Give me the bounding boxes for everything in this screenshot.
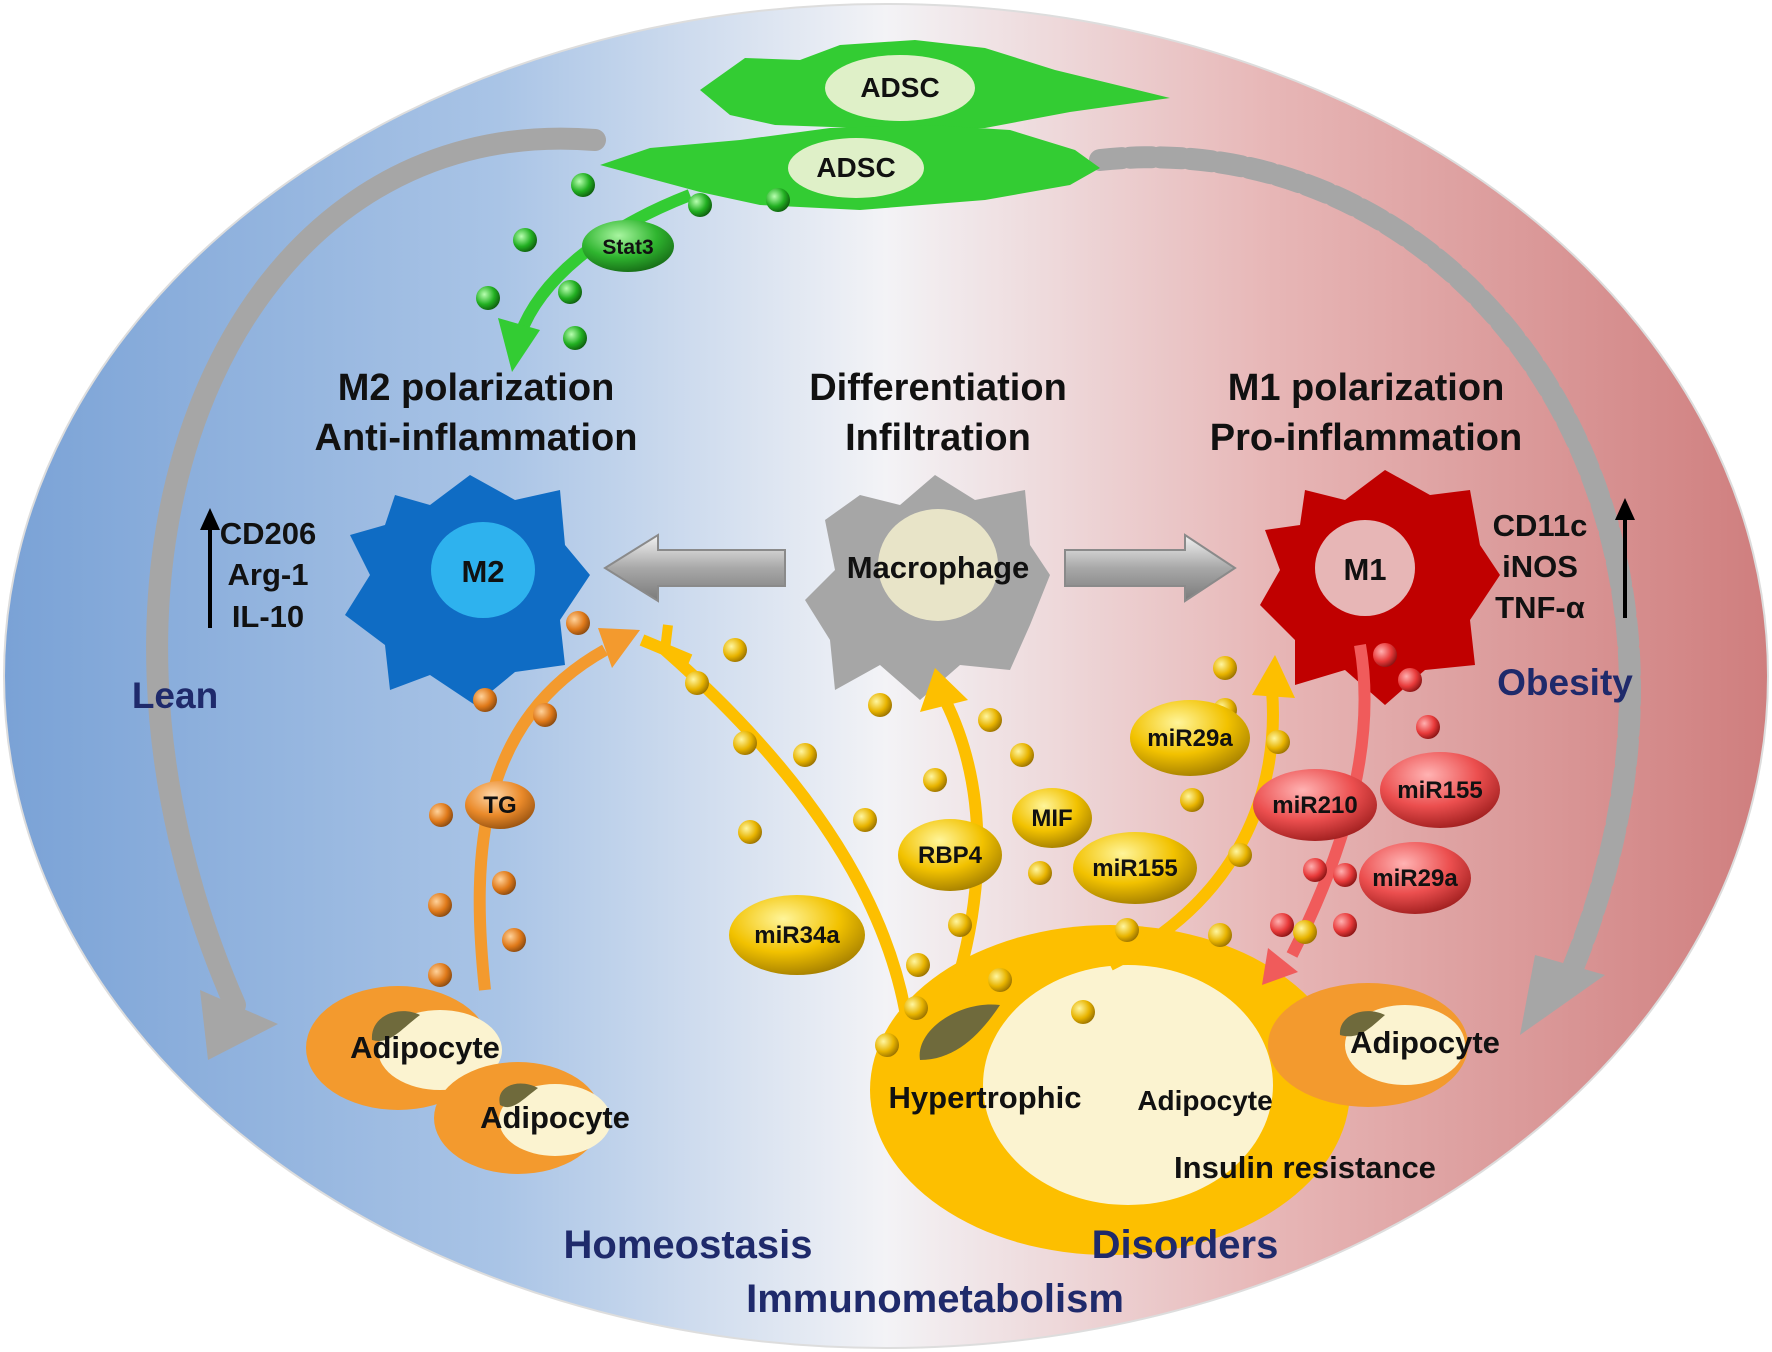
mir29a-yellow-oval <box>1130 700 1250 776</box>
macrophage-cell: Macrophage <box>805 475 1050 700</box>
adsc-cell-bottom: ADSC <box>600 125 1100 210</box>
m2-marker-arg1: Arg-1 <box>228 557 309 592</box>
lean-label: Lean <box>132 675 218 716</box>
lean-cycle-arrowhead <box>200 990 278 1060</box>
hypertrophic-label: Hypertrophic <box>889 1080 1082 1115</box>
obesity-cycle-arrow <box>1089 146 1641 986</box>
adsc-top-label: ADSC <box>860 72 939 103</box>
mir155-yellow-oval <box>1073 832 1197 904</box>
m1-heading-line1: M1 polarization <box>1228 367 1505 409</box>
homeostasis-label: Homeostasis <box>564 1223 813 1267</box>
mir210-label: miR210 <box>1272 792 1357 819</box>
m2-macrophage-cell: M2 <box>345 475 590 705</box>
mir210-oval <box>1253 769 1377 841</box>
m1-upregulation-arrowhead <box>1615 498 1635 520</box>
m1-cell-label: M1 <box>1343 552 1386 587</box>
adsc-bottom-label: ADSC <box>816 152 895 183</box>
obesity-cycle-arrowhead <box>1520 955 1605 1035</box>
m2-heading-line1: M2 polarization <box>338 367 615 409</box>
adipocyte-lean-2-label: Adipocyte <box>480 1100 630 1135</box>
mir29a-red-oval <box>1359 842 1471 914</box>
macrophage-to-m2-arrow <box>603 533 786 603</box>
m2-marker-il10: IL-10 <box>232 599 304 634</box>
stat3-oval <box>582 220 674 272</box>
green-vesicles <box>476 173 790 350</box>
m2-heading-line2: Anti-inflammation <box>315 417 638 459</box>
stat3-label: Stat3 <box>602 236 653 259</box>
m1-heading-line2: Pro-inflammation <box>1210 417 1522 459</box>
mir34a-oval <box>729 895 865 975</box>
m1-marker-tnfa: TNF-α <box>1495 590 1585 625</box>
adsc-cell-top: ADSC <box>700 40 1170 128</box>
macrophage-heading-line1: Differentiation <box>809 367 1067 409</box>
adsc-to-m2-arrow <box>514 189 693 338</box>
mif-label: MIF <box>1031 805 1072 832</box>
m1-activation-arrow <box>1107 689 1279 971</box>
adipocyte-lean-1: Adipocyte <box>306 986 502 1110</box>
m1-macrophage-cell: M1 <box>1260 470 1500 705</box>
m2-marker-cd206: CD206 <box>220 516 317 551</box>
inhibition-bar-stem <box>660 624 673 651</box>
red-vesicles <box>1270 643 1440 937</box>
m1-activation-arrowhead <box>1252 655 1295 698</box>
immunometabolism-label: Immunometabolism <box>746 1277 1124 1321</box>
mir34a-label: miR34a <box>754 922 840 949</box>
mir155-red-oval <box>1380 752 1500 828</box>
mif-oval <box>1012 788 1092 848</box>
adipocyte-to-m2-arrowhead <box>598 628 640 668</box>
hypertrophic-label-adipocyte: Adipocyte <box>1137 1085 1272 1116</box>
adipocyte-lean-2: Adipocyte <box>434 1062 630 1174</box>
macrophage-heading-line2: Infiltration <box>845 417 1031 459</box>
m1-marker-cd11c: CD11c <box>1493 508 1588 543</box>
inhibition-arrow-to-m2 <box>661 645 911 1012</box>
rbp4-label: RBP4 <box>918 842 983 869</box>
hypertrophic-adipocyte: Hypertrophic Adipocyte Insulin resistanc… <box>870 925 1436 1255</box>
adipocyte-obese: Adipocyte <box>1268 983 1500 1107</box>
m2-upregulation-arrowhead <box>200 508 220 530</box>
disorders-label: Disorders <box>1092 1223 1279 1267</box>
mir29a-red-label: miR29a <box>1372 865 1458 892</box>
adsc-to-m2-arrowhead <box>498 318 540 372</box>
infiltration-arrowhead <box>920 668 968 712</box>
tg-oval <box>465 781 535 829</box>
obesity-label: Obesity <box>1497 662 1633 703</box>
m1-to-adipocyte-arrowhead <box>1262 948 1298 985</box>
rbp4-oval <box>898 819 1002 891</box>
m1-marker-inos: iNOS <box>1502 549 1578 584</box>
insulin-resistance-label: Insulin resistance <box>1174 1150 1436 1185</box>
lean-cycle-arrow <box>146 127 606 1016</box>
macrophage-to-m1-arrow <box>1064 533 1237 603</box>
mir155-red-label: miR155 <box>1397 777 1482 804</box>
orange-vesicles <box>428 611 590 987</box>
adipocyte-obese-label: Adipocyte <box>1350 1025 1500 1060</box>
mir29a-yellow-label: miR29a <box>1147 725 1233 752</box>
mir155-yellow-label: miR155 <box>1092 855 1177 882</box>
m2-cell-label: M2 <box>461 554 504 589</box>
adipocyte-lean-1-label: Adipocyte <box>350 1030 500 1065</box>
yellow-vesicles <box>685 638 1317 1057</box>
macrophage-cell-label: Macrophage <box>847 550 1030 585</box>
tg-label: TG <box>483 792 516 819</box>
